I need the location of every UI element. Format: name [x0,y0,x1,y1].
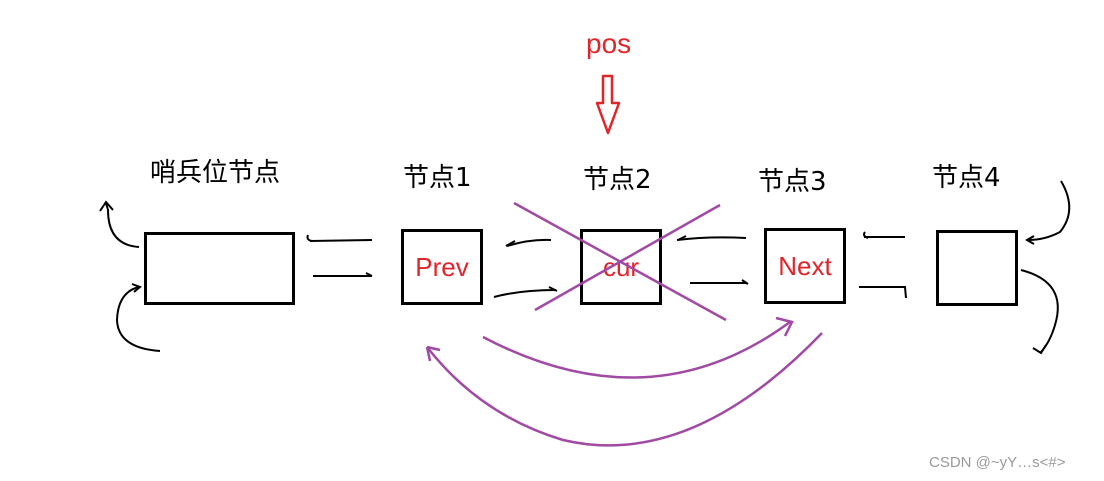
sentinel-curls [99,200,161,352]
relink-curves [425,316,823,447]
node2-title: 节点2 [583,165,652,195]
sentinel-node-box [144,232,295,305]
node3-title: 节点3 [758,167,827,197]
node1-content: Prev [415,251,469,282]
node3-box: Next [764,228,846,304]
node1-title: 节点1 [403,163,472,193]
node4-curls [1020,180,1071,355]
sentinel-node1-links [306,234,373,277]
node4-title: 节点4 [932,163,1001,193]
node2-box: cur [580,229,662,305]
node2-delete-cross [513,201,727,322]
sentinel-node-title: 哨兵位节点 [150,158,281,188]
watermark: CSDN @~yY…s<#> [929,454,1066,471]
node3-node4-links [859,231,907,299]
pos-down-arrow [595,74,621,135]
node1-box: Prev [401,229,483,305]
node2-node3-links [676,235,749,285]
node4-box [936,230,1018,306]
node1-node2-links [493,238,558,298]
pos-label: pos [586,28,632,59]
node3-content: Next [778,250,832,281]
